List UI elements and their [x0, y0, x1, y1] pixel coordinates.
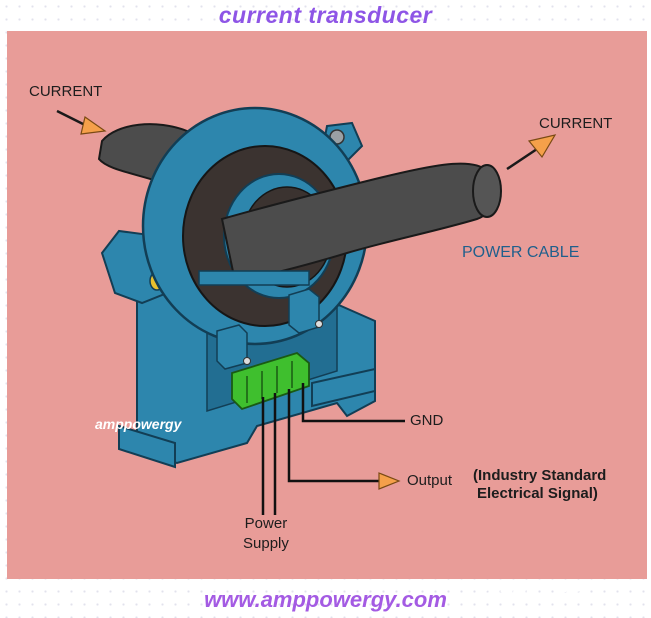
power-cable-end	[472, 164, 502, 218]
output-arrow	[378, 472, 401, 490]
output-note: (Industry Standard Electrical Signal)	[473, 467, 606, 503]
watermark-small: amppowergy	[95, 416, 182, 432]
gnd-label: GND	[410, 412, 444, 429]
connector-post-right	[288, 288, 320, 334]
output-note-line1: (Industry Standard	[473, 467, 607, 484]
website-url[interactable]: www.amppowergy.com	[204, 587, 447, 612]
power-supply-line2: Supply	[243, 535, 289, 552]
connector-post-left	[216, 324, 248, 370]
output-note-line2: Electrical Signal)	[477, 485, 598, 502]
current-in-label: CURRENT	[29, 83, 103, 100]
watermark-large: amppowergy	[481, 572, 617, 597]
base-foot-left	[118, 424, 176, 469]
wire-output	[287, 389, 379, 483]
wire-gnd	[301, 383, 405, 423]
sensor-ring-split	[198, 270, 310, 286]
output-label: Output	[407, 472, 453, 489]
power-supply-line1: Power	[244, 515, 288, 532]
current-out-label: CURRENT	[539, 115, 613, 132]
current-transducer-diagram	[56, 106, 557, 515]
current-in-arrow-shaft	[56, 109, 88, 128]
connector-screw-left	[243, 357, 251, 365]
terminal-block	[231, 351, 310, 411]
page-title: current transducer	[218, 2, 433, 28]
diagram-panel: CURRENT CURRENT POWER CABLE GND Output (…	[7, 31, 647, 597]
current-in-arrow-head	[80, 116, 107, 135]
base-foot-right	[311, 367, 376, 408]
current-out-arrow-head	[527, 134, 557, 159]
power-cable-label: POWER CABLE	[462, 244, 580, 261]
power-supply-label: Power Supply	[243, 514, 289, 554]
connector-screw-right	[315, 320, 323, 328]
current-out-arrow-shaft	[506, 147, 538, 171]
